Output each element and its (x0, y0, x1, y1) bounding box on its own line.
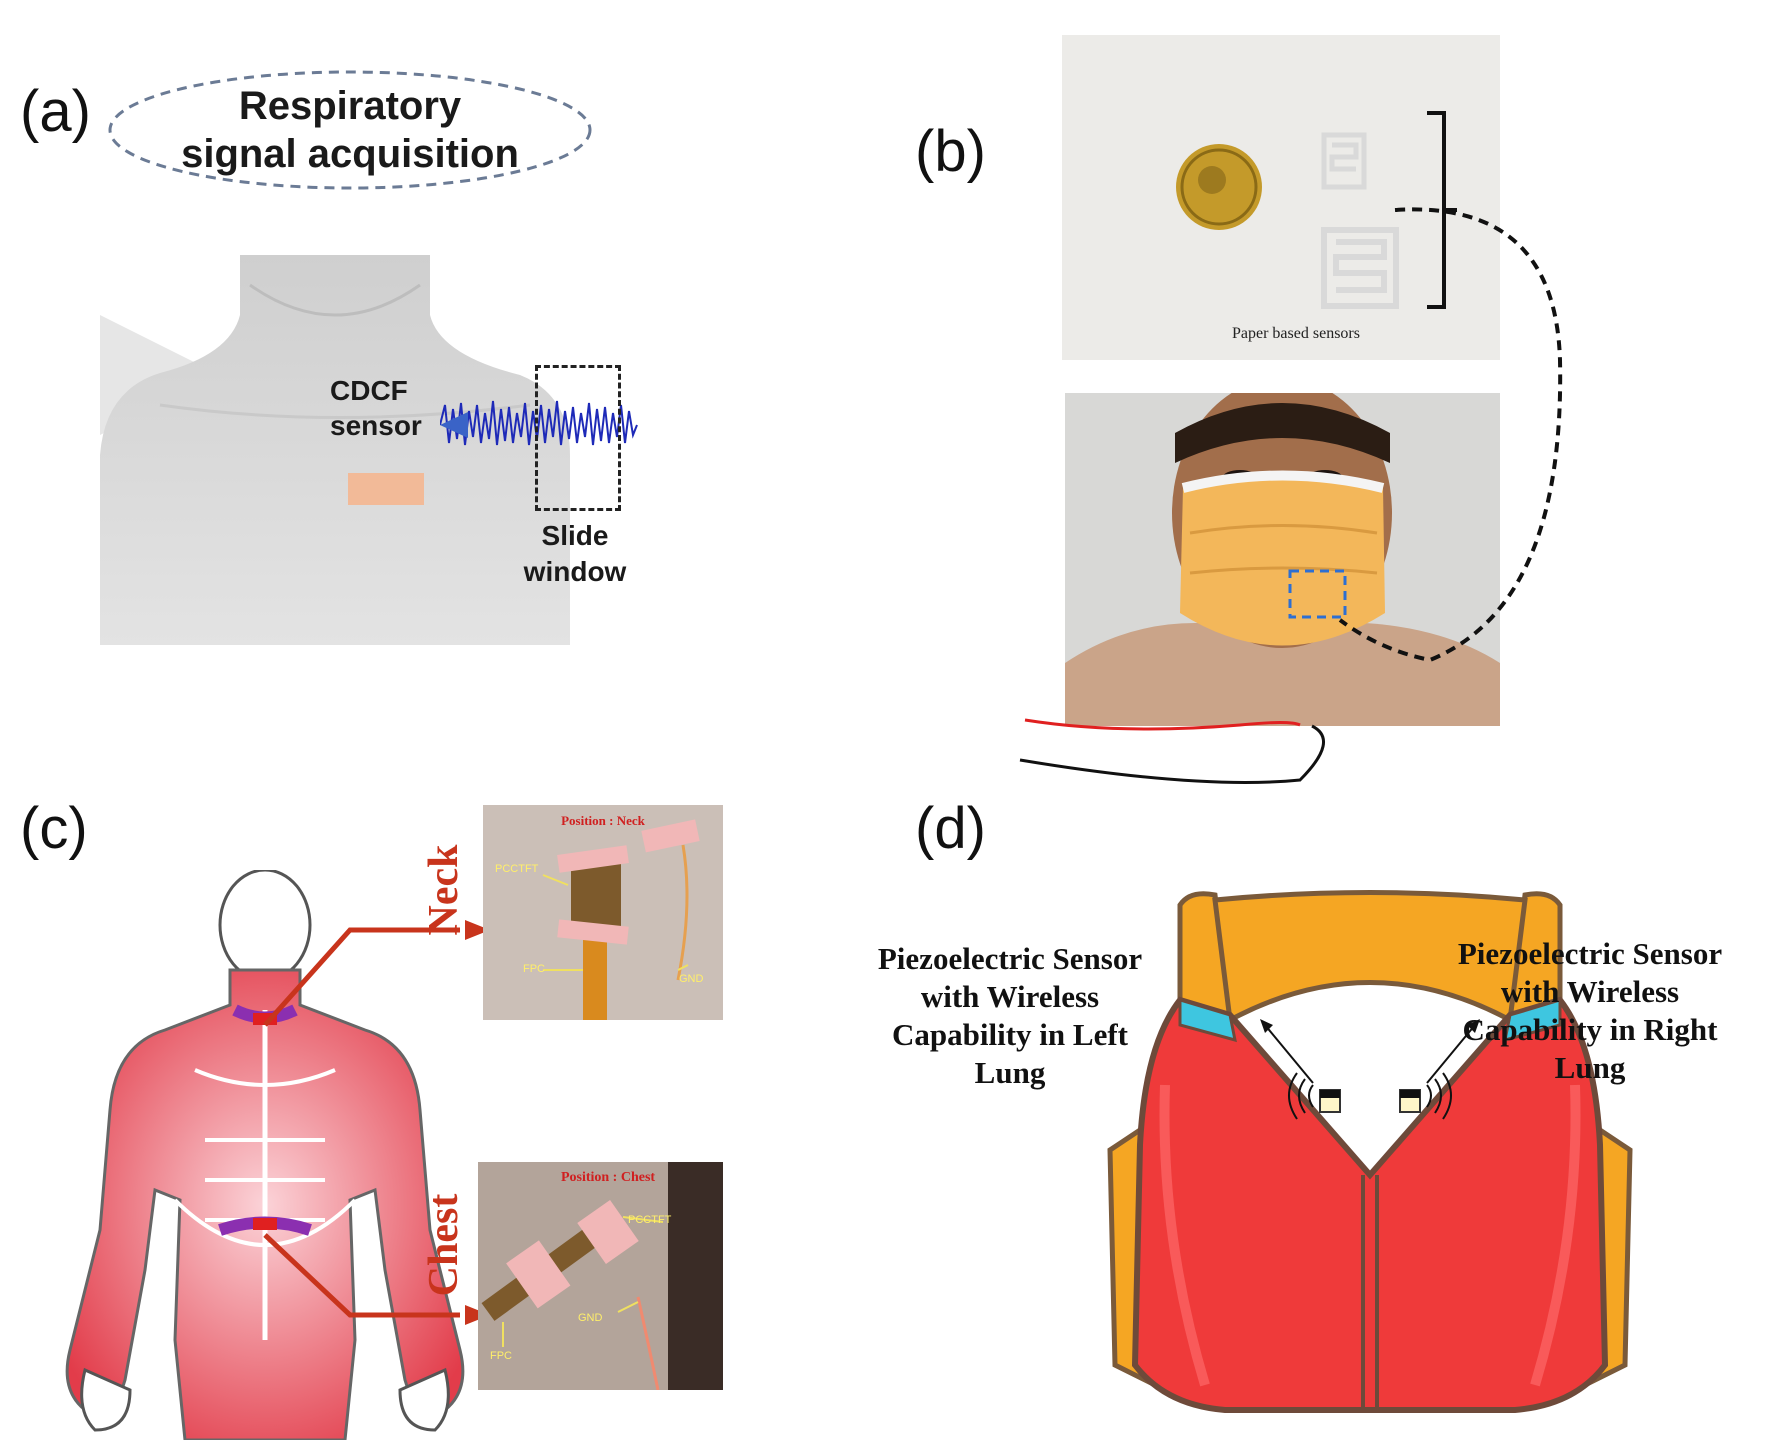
sensor-patch (348, 473, 424, 505)
vest-illustration (1107, 890, 1633, 1413)
chest-photo-title: Position : Chest (560, 1170, 656, 1185)
right-label-line2: with Wireless (1500, 974, 1680, 1009)
slide-window-box (535, 365, 621, 511)
chest-photo-contents (481, 1162, 723, 1390)
connector-lines (1019, 207, 1563, 784)
neck-photo: Position : Neck PCCTFT FPC GND (483, 805, 723, 1020)
neck-tag-gnd: GND (679, 973, 704, 985)
title-line1: Respiratory (238, 84, 462, 128)
neck-label: Neck (421, 844, 467, 936)
title-ellipse (108, 70, 592, 190)
slide-window-line2: window (523, 556, 627, 587)
right-wireless-icon (1426, 1072, 1452, 1120)
panel-a-letter: (a) (20, 79, 91, 144)
title-line2: signal acquisition (181, 132, 519, 176)
panel-b-letter: (b) (915, 119, 986, 184)
position-arrows (263, 920, 490, 1325)
left-label-line2: with Wireless (920, 979, 1100, 1014)
right-label-line3: Capability in Right (1462, 1012, 1718, 1047)
left-sensor-label: Piezoelectric Sensor with Wireless Capab… (835, 940, 1185, 1092)
chest-label: Chest (421, 1193, 467, 1297)
neck-photo-contents (542, 819, 700, 1020)
photo-contents (1176, 111, 1457, 309)
left-label-line1: Piezoelectric Sensor (877, 941, 1143, 976)
sensor-label-line1: CDCF (330, 375, 408, 406)
muscle-body-illustration (65, 870, 465, 1440)
panel-d-letter: (d) (915, 796, 986, 861)
panel-c-letter: (c) (20, 796, 88, 861)
chest-tag-gnd: GND (578, 1312, 603, 1324)
right-label-line4: Lung (1554, 1050, 1626, 1085)
neck-photo-title: Position : Neck (561, 813, 645, 828)
right-label-line1: Piezoelectric Sensor (1457, 936, 1723, 971)
sensor-label-line2: sensor (330, 410, 422, 441)
neck-tag-fpc: FPC (523, 963, 545, 975)
signal-arrow-icon (440, 412, 468, 438)
paper-sensors-photo: Paper based sensors (1062, 35, 1500, 360)
left-label-line3: Capability in Left (892, 1017, 1128, 1052)
sensor-location-box (1288, 569, 1347, 619)
slide-window-line1: Slide (541, 520, 609, 551)
chest-photo: Position : Chest PCCTFT FPC GND (478, 1162, 723, 1390)
photo-caption: Paper based sensors (1232, 325, 1360, 342)
left-wireless-icon (1288, 1072, 1314, 1120)
paper-sensor-small (1321, 132, 1367, 190)
left-label-line4: Lung (974, 1055, 1046, 1090)
right-sensor-label: Piezoelectric Sensor with Wireless Capab… (1415, 935, 1765, 1087)
neck-tag-pcctft: PCCTFT (495, 863, 539, 875)
chest-tag-fpc: FPC (490, 1350, 512, 1362)
chest-tag-pcctft: PCCTFT (628, 1214, 672, 1226)
signal-waveform (440, 400, 638, 446)
torso-illustration (100, 255, 570, 645)
chest-sensor (253, 1218, 277, 1230)
paper-sensor-large (1321, 227, 1399, 309)
